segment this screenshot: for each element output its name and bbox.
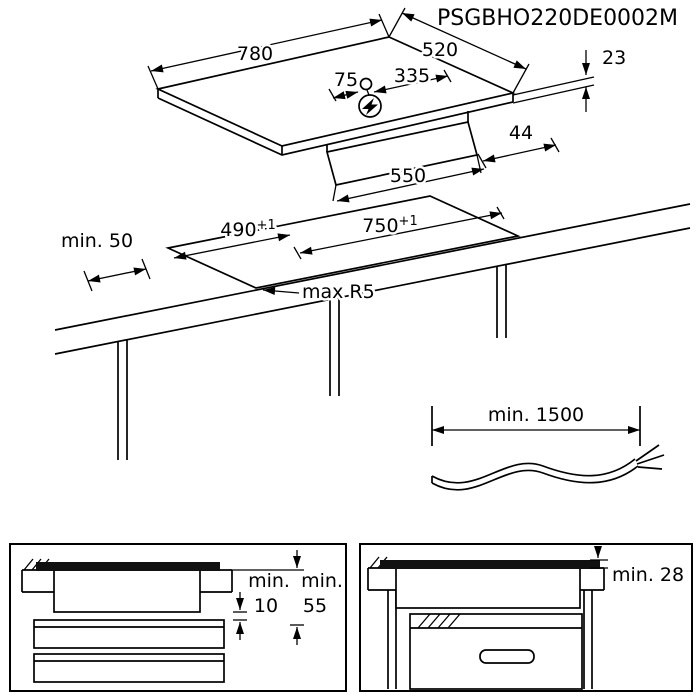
dim-cutout-width: 750+1 <box>293 206 505 260</box>
build-in-depth-value: 55 <box>303 595 327 617</box>
hob-body-section-2 <box>395 567 581 609</box>
dim-connection-position: 75 335 <box>328 63 452 102</box>
cable-length-label: min. 1500 <box>488 404 584 426</box>
drawer-clearance-view: min. 10 min. 55 <box>9 543 347 692</box>
casing-width-label: 550 <box>390 165 426 187</box>
drawer-lower <box>33 653 225 683</box>
hob-width-label: 780 <box>237 43 273 65</box>
build-in-depth-min-label: min. <box>301 570 343 592</box>
lightning-icon <box>362 98 378 115</box>
hob-isometric-view: 780 520 75 335 23 <box>147 7 629 203</box>
power-connection-icon <box>358 94 382 118</box>
oven-clearance-label: min. 28 <box>612 564 684 586</box>
drawer-gap-value: 10 <box>254 595 278 617</box>
oven-handle <box>479 649 535 664</box>
oven-body <box>409 613 583 690</box>
dim-corner-radius: max R5 <box>262 279 377 306</box>
hob-body-section <box>53 569 201 613</box>
cutout-depth-label: 490+1 <box>220 218 275 241</box>
cable-wire-strands <box>635 444 665 470</box>
dim-casing-width: 550 <box>332 154 485 203</box>
worktop-legs <box>117 265 507 460</box>
hob-glass-section <box>36 562 220 571</box>
connection-offset-left-label: 75 <box>334 69 358 91</box>
connection-offset-right-label: 335 <box>394 65 430 87</box>
dim-oven-clearance: min. 28 <box>590 546 687 589</box>
oven <box>409 613 583 690</box>
dim-hob-height: 23 <box>512 45 629 112</box>
hob-glass-section-2 <box>380 560 600 569</box>
mains-cable <box>431 444 665 491</box>
oven-section-frame <box>359 543 693 692</box>
oven-clearance-view: min. 28 <box>359 543 693 692</box>
connection-point-icon <box>359 77 373 91</box>
worktop-edges <box>54 203 691 355</box>
worktop-cutout-view: 490+1 750+1 min. 50 max R5 <box>54 195 691 460</box>
casing-inset-label: 44 <box>509 122 533 144</box>
dim-hob-width: 780 <box>147 13 390 90</box>
oven-vent-grille <box>417 613 461 629</box>
cutout-radius-label: max R5 <box>302 281 375 303</box>
model-number: PSGBHO220DE0002M <box>437 6 678 31</box>
drawer-upper <box>33 619 225 649</box>
dim-build-in-depth: min. 55 <box>232 550 345 645</box>
drawer-section-frame <box>9 543 347 692</box>
cutout-width-label: 750+1 <box>362 214 417 237</box>
cutout-opening <box>165 195 521 289</box>
hob-depth-label: 520 <box>422 39 458 61</box>
dim-drawer-gap: min. 10 <box>233 568 292 640</box>
cable-length-view: min. 1500 <box>431 402 665 491</box>
dim-cutout-depth: 490+1 <box>173 216 291 260</box>
dim-hob-depth: 520 <box>388 7 530 94</box>
cutout-front-clearance-label: min. 50 <box>61 230 133 252</box>
dim-front-clearance: min. 50 <box>58 228 151 292</box>
dim-casing-inset: 44 <box>477 120 560 169</box>
hob-height-label: 23 <box>602 47 626 69</box>
drawer-gap-min-label: min. <box>248 570 290 592</box>
